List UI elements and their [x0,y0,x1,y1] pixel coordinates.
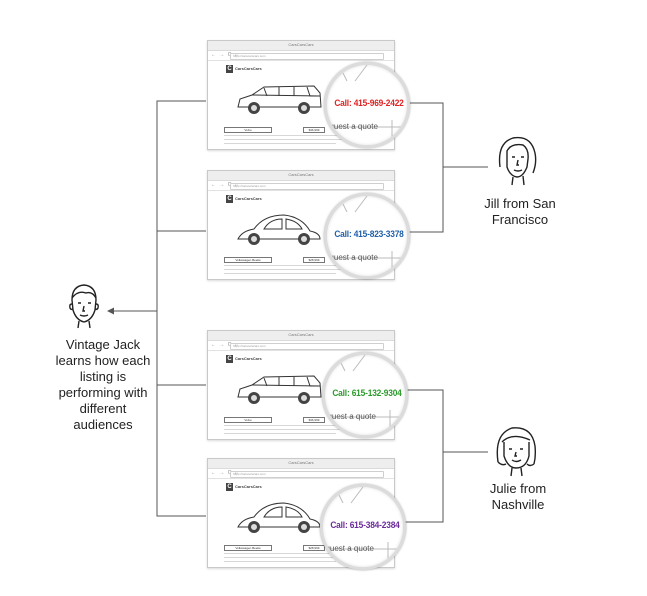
quote-link[interactable]: equest a quote [323,412,376,421]
beetle-car-icon [237,502,321,533]
quote-link[interactable]: equest a quote [325,253,378,262]
price-label: $28,999 [303,257,325,263]
phone-number[interactable]: Call: 415-969-2422 [334,98,404,109]
logo-icon: C [226,195,233,203]
logo-icon: C [226,355,233,363]
julie-bracket [398,389,444,523]
phone-number[interactable]: Call: 615-132-9304 [332,388,402,399]
description-lines [224,553,384,565]
window-title: CarsCarsCars [288,460,314,465]
description-lines [224,425,384,437]
magnifier-lens: Call: 615-132-9304 equest a quote [322,352,408,438]
woman-face-icon [496,427,537,477]
logo-icon: C [226,483,233,491]
nav-buttons[interactable]: ← → C ⌂ [211,342,239,348]
window-title: CarsCarsCars [288,332,314,337]
seller-caption: Vintage Jack learns how each listing is … [55,337,151,432]
minivan-icon [237,85,322,114]
description-lines [224,135,384,147]
window-title: CarsCarsCars [288,42,314,47]
url-bar[interactable]: https://carscarscars.com [230,471,384,478]
arrowhead [107,307,114,315]
url-bar[interactable]: https://carscarscars.com [230,53,384,60]
model-label: Volvo [224,417,272,423]
price-label: $28,999 [303,545,325,551]
left-bracket [156,100,206,517]
window-title: CarsCarsCars [288,172,314,177]
quote-link[interactable]: equest a quote [321,544,374,553]
magnifier-lens: Call: 415-969-2422 equest a quote [324,62,410,148]
nav-buttons[interactable]: ← → C ⌂ [211,182,239,188]
magnifier-lens: Call: 415-823-3378 equest a quote [324,193,410,279]
quote-link[interactable]: equest a quote [325,122,378,131]
model-label: Volvo [224,127,272,133]
logo-icon: C [226,65,233,73]
url-bar[interactable]: https://carscarscars.com [230,343,384,350]
julie-caption: Julie from Nashville [489,481,547,512]
model-label: Volkswagen Beetle [224,257,272,263]
minivan-icon [237,375,322,404]
price-label: $36,999 [303,127,325,133]
phone-number[interactable]: Call: 615-384-2384 [330,520,400,531]
beetle-car-icon [237,214,321,245]
model-label: Volkswagen Beetle [224,545,272,551]
url-bar[interactable]: https://carscarscars.com [230,183,384,190]
jill-caption: Jill from San Francisco [484,196,556,227]
price-label: $36,999 [303,417,325,423]
description-lines [224,265,384,277]
woman-face-icon [498,136,537,186]
magnifier-lens: Call: 615-384-2384 equest a quote [320,484,406,570]
nav-buttons[interactable]: ← → C ⌂ [211,52,239,58]
nav-buttons[interactable]: ← → C ⌂ [211,470,239,476]
phone-number[interactable]: Call: 415-823-3378 [334,229,404,240]
man-face-icon [69,284,99,329]
